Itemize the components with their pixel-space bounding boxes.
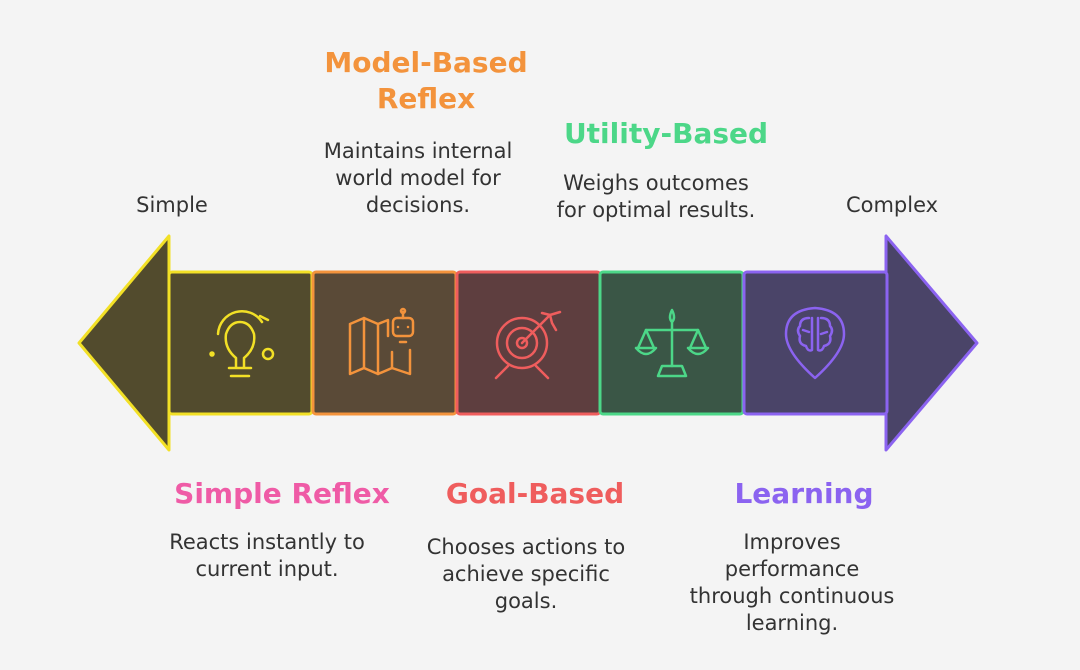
stage-title-learning: Learning — [734, 477, 874, 510]
stage-title-simple-reflex: Simple Reflex — [174, 477, 390, 510]
stage-description-learning: Improves performance through continuous … — [689, 530, 895, 635]
segment-simple-reflex — [167, 270, 314, 416]
stage-title-model-based: Model-Based Reflex — [324, 46, 528, 115]
scale-right-label: Complex — [845, 193, 939, 217]
scale-left-label: Simple — [136, 193, 208, 217]
stage-description-simple-reflex: Reacts instantly to current input. — [169, 530, 365, 581]
target-icon — [494, 310, 562, 380]
left-arrowhead — [77, 234, 171, 452]
balance-scale-icon — [634, 308, 710, 378]
stage-description-model-based: Maintains internal world model for decis… — [323, 139, 513, 217]
brain-pin-icon — [784, 306, 846, 380]
lightbulb-icon — [209, 309, 275, 378]
right-arrowhead — [884, 234, 979, 452]
map-robot-icon — [348, 307, 415, 376]
stage-description-goal-based: Chooses actions to achieve specific goal… — [426, 535, 626, 613]
segment-model-based — [311, 270, 458, 416]
stage-title-utility-based: Utility-Based — [563, 117, 769, 150]
stage-description-utility-based: Weighs outcomes for optimal results. — [556, 171, 756, 222]
segment-goal-based — [455, 270, 602, 416]
segment-learning — [742, 270, 889, 416]
stage-title-goal-based: Goal-Based — [445, 477, 625, 510]
